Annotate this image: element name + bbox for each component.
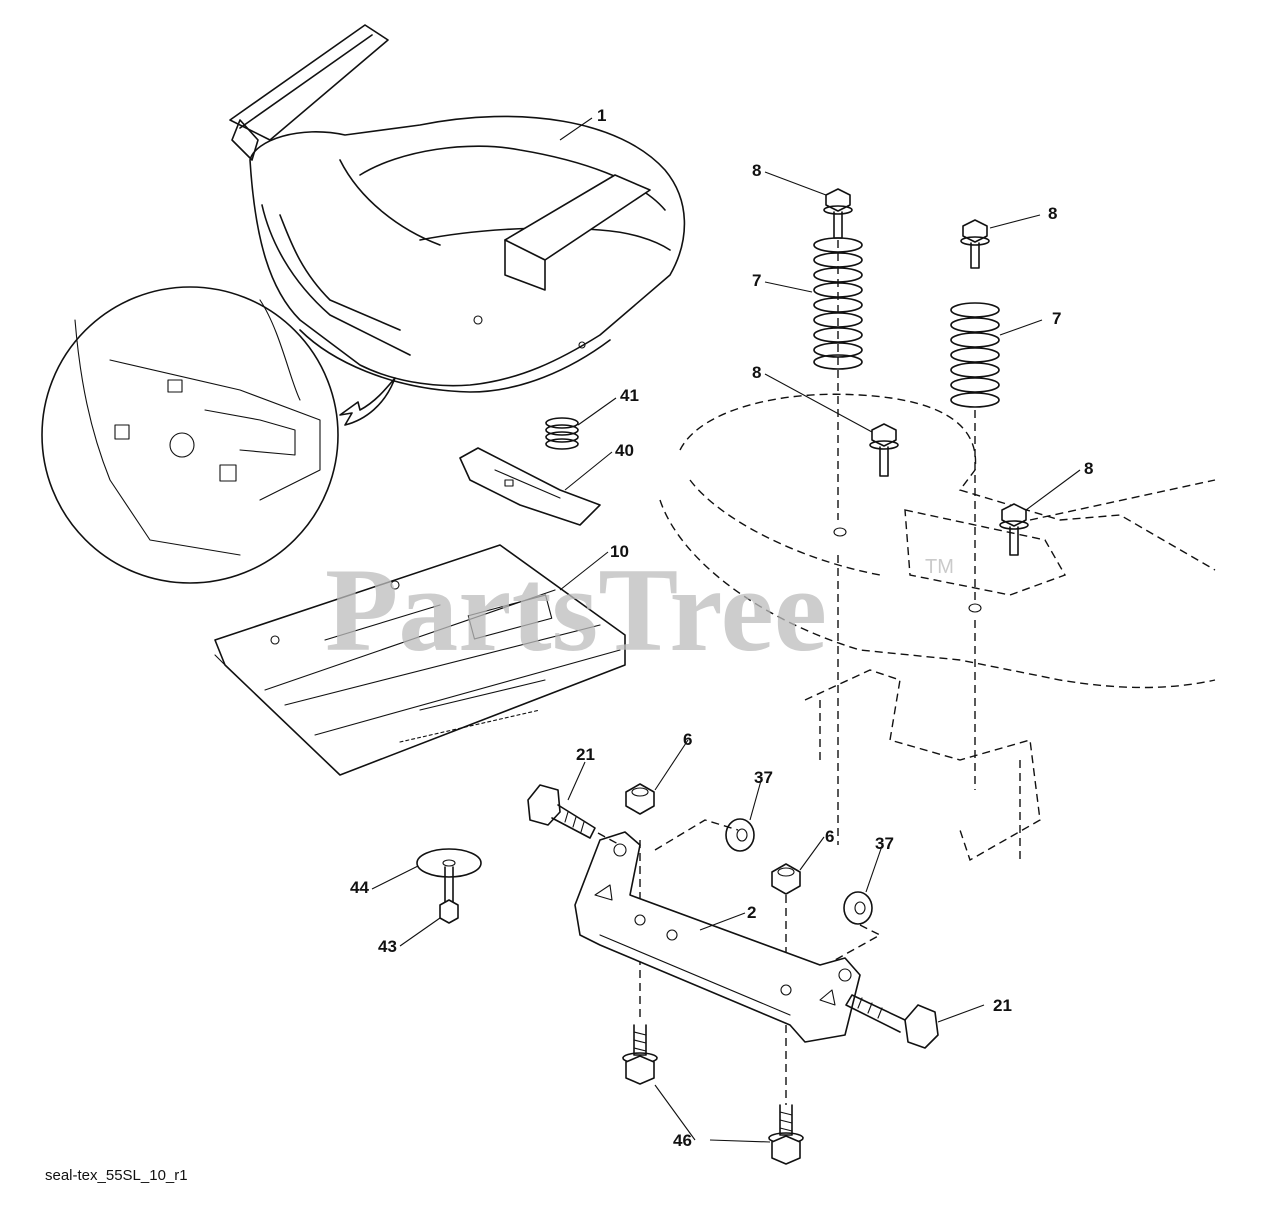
callout-43: 43: [378, 937, 397, 956]
callout-40: 40: [615, 441, 634, 460]
callout-6: 6: [683, 730, 692, 749]
nut-part-6-a[interactable]: [625, 783, 655, 815]
bolt-part-21-left[interactable]: [527, 784, 596, 839]
callout-1: 1: [597, 106, 606, 125]
callout-44: 44: [350, 878, 369, 897]
watermark-text: PartsTree: [325, 543, 827, 676]
callout-10: 10: [610, 542, 629, 561]
bolt-part-46-left[interactable]: [622, 1024, 658, 1085]
callout-2: 2: [747, 903, 756, 922]
bolt-part-8-a[interactable]: [823, 188, 853, 239]
bolt-part-46-right[interactable]: [768, 1104, 804, 1165]
bolt-part-8-d[interactable]: [999, 503, 1029, 556]
callout-8: 8: [1084, 459, 1093, 478]
callout-21: 21: [993, 996, 1012, 1015]
washer-part-37-b[interactable]: [843, 891, 873, 925]
callout-37: 37: [754, 768, 773, 787]
callout-37: 37: [875, 834, 894, 853]
bolt-part-8-c[interactable]: [869, 423, 899, 477]
nut-part-6-b[interactable]: [771, 863, 801, 895]
callout-7: 7: [1052, 309, 1061, 328]
callout-8: 8: [752, 161, 761, 180]
callout-8: 8: [1048, 204, 1057, 223]
watermark-tm: TM: [925, 556, 954, 578]
callout-8: 8: [752, 363, 761, 382]
spring-part-7-right[interactable]: [950, 302, 1000, 408]
bracket-part-2[interactable]: [574, 831, 861, 1043]
diagram-code: seal-tex_55SL_10_r1: [45, 1167, 188, 1184]
mower-frame-reference: [659, 393, 1216, 862]
seat-part[interactable]: [229, 24, 686, 393]
callout-41: 41: [620, 386, 639, 405]
bolt-part-8-b[interactable]: [960, 219, 990, 269]
footplate-part-10[interactable]: [214, 544, 626, 776]
bracket-part-40[interactable]: [459, 447, 601, 526]
detail-inset: [41, 286, 396, 584]
callout-46: 46: [673, 1131, 692, 1150]
bolt-part-21-right[interactable]: [845, 994, 939, 1049]
washer-part-37-a[interactable]: [725, 818, 755, 852]
callout-6: 6: [825, 827, 834, 846]
callout-7: 7: [752, 271, 761, 290]
callout-21: 21: [576, 745, 595, 764]
leader-lines: [371, 117, 1081, 1143]
spring-part-41[interactable]: [545, 417, 579, 450]
washer-part-44[interactable]: [416, 848, 482, 878]
